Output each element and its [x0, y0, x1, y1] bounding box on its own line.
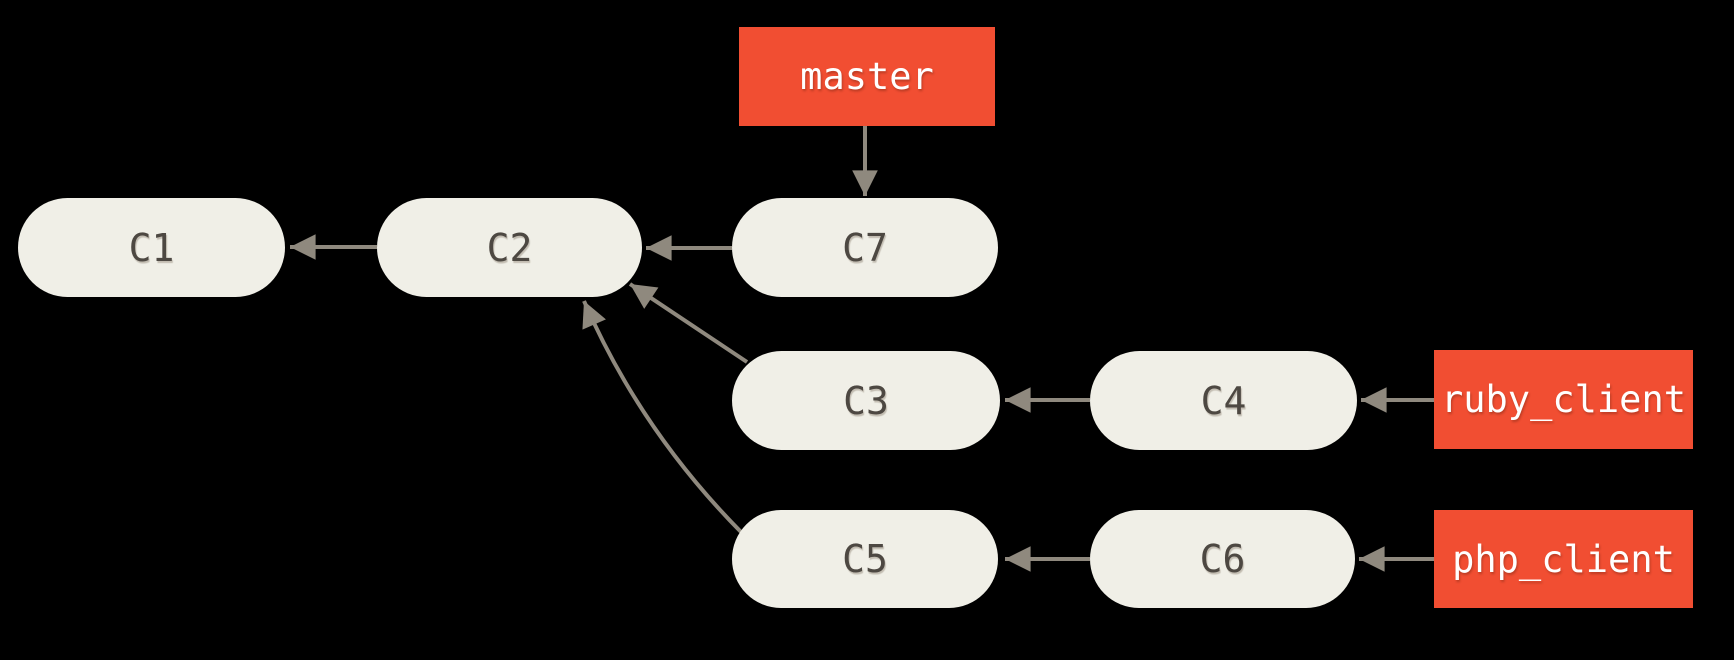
branch-label-php-client: php_client — [1434, 510, 1693, 608]
arrow-c3-to-c2 — [628, 282, 749, 364]
commit-label: C2 — [486, 225, 533, 270]
commit-node-c6: C6 — [1090, 510, 1355, 608]
commit-node-c5: C5 — [732, 510, 998, 608]
branch-label-ruby-client: ruby_client — [1434, 350, 1693, 449]
commit-label: C3 — [843, 378, 889, 423]
commit-label: C6 — [1199, 537, 1246, 581]
commit-node-c1: C1 — [18, 198, 285, 297]
arrow-c5-to-c2 — [582, 300, 744, 535]
branch-label-text: ruby_client — [1440, 378, 1687, 421]
commit-node-c7: C7 — [732, 198, 998, 297]
branch-label-text: php_client — [1452, 537, 1675, 581]
commit-node-c2: C2 — [377, 198, 642, 297]
commit-label: C5 — [842, 537, 888, 581]
commit-label: C7 — [842, 225, 888, 270]
commit-label: C4 — [1200, 378, 1247, 423]
branch-label-master: master — [739, 27, 995, 126]
commit-label: C1 — [128, 225, 175, 270]
commit-node-c3: C3 — [732, 351, 1000, 450]
commit-node-c4: C4 — [1090, 351, 1357, 450]
branch-label-text: master — [800, 55, 934, 98]
